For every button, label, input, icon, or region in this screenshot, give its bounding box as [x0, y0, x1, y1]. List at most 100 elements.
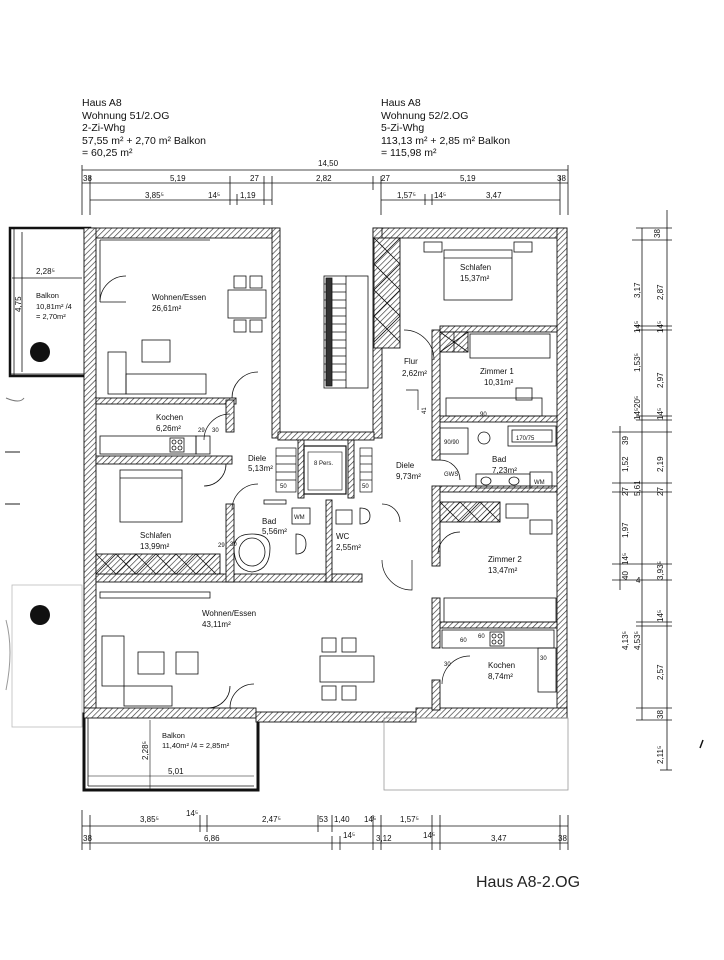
balcony-bottom [82, 712, 260, 792]
fixture-wm-left: WM [294, 515, 305, 521]
room-wohnen-top-name: Wohnen/Essen [152, 293, 206, 302]
paper-overlap [11, 584, 83, 728]
terrace-outline [383, 717, 569, 791]
room-zimmer1-area: 10,31m² [484, 378, 514, 387]
room-balkon-left-name: Balkon [36, 291, 59, 300]
header-left-line2: Wohnung 51/2.OG [82, 109, 170, 122]
margin-mark [5, 397, 25, 402]
dim-top-145a: 14⁵ [208, 191, 220, 200]
margin-mark-2 [5, 619, 11, 691]
dim-shaft-50a: 50 [280, 484, 287, 490]
dim-right-145a: 14⁵ [633, 321, 642, 333]
dim-shaft-30: 30 [230, 542, 237, 548]
fixture-gws: GWS [444, 472, 458, 478]
furniture-wohnen-top [99, 239, 267, 399]
dim-bottom-347: 3,47 [491, 834, 507, 843]
room-zimmer1-name: Zimmer 1 [480, 367, 514, 376]
dim-kochen-29: 29 [198, 428, 205, 434]
fixture-tub: 170/75 [516, 436, 535, 442]
dim-bottom-145c: 14⁵ [343, 831, 355, 840]
punch-hole-top [30, 342, 50, 362]
dimensions-right [612, 210, 672, 771]
room-wohnen-top-area: 26,61m² [152, 304, 182, 313]
furniture-kochen-left [99, 435, 211, 455]
dim-shaft-60: 60 [478, 634, 485, 640]
room-wc-name: WC [336, 532, 350, 541]
header-left-line4: 57,55 m² + 2,70 m² Balkon [82, 134, 207, 147]
dim-kochen-30: 30 [212, 428, 219, 434]
staircase [323, 275, 369, 389]
dim-top-38a: 38 [83, 174, 92, 183]
room-schlafen-left-name: Schlafen [140, 531, 171, 540]
dim-right-1535: 1,53⁵ [633, 353, 642, 372]
room-schlafen-right-area: 15,37m² [460, 274, 490, 283]
walls [83, 227, 568, 723]
header-left-line1: Haus A8 [82, 97, 122, 109]
room-bad-left-name: Bad [262, 517, 276, 526]
furniture-wc [335, 503, 401, 525]
dim-right-38: 38 [653, 229, 662, 238]
dim-right-561: 5,61 [633, 480, 642, 496]
dim-top-282: 2,82 [316, 174, 332, 183]
dim-top-157: 1,57⁵ [397, 191, 416, 200]
dim-top-385: 3,85⁵ [145, 191, 164, 200]
dim-bottom-53: 53 [319, 815, 328, 824]
dim-right-in-145a: 14⁵ [656, 321, 665, 333]
punch-hole-bottom [30, 605, 50, 625]
dim-right-in-145b: 14⁵ [656, 408, 665, 420]
room-balkon-left-area: 10,81m² /4 [36, 302, 72, 311]
dim-top-519b: 5,19 [460, 174, 476, 183]
header-left-line5: = 60,25 m² [82, 147, 133, 159]
dim-kochen-right-30: 30 [444, 662, 451, 668]
header-left-line3: 2-Zi-Whg [82, 122, 126, 134]
dim-bottom-686: 6,86 [204, 834, 220, 843]
dim-top-38b: 38 [557, 174, 566, 183]
header-right-line2: Wohnung 52/2.OG [381, 109, 469, 122]
room-kochen-right-name: Kochen [488, 661, 515, 670]
dim-bottom-145d: 14⁵ [423, 831, 435, 840]
dim-right-27: 27 [621, 487, 630, 496]
dim-balkon-501: 5,01 [168, 767, 184, 776]
room-diele-left-area: 5,13m² [248, 464, 273, 473]
dim-right-317: 3,17 [633, 282, 642, 298]
header-right-line4: 113,13 m² + 2,85 m² Balkon [381, 134, 511, 147]
dim-right-39: 39 [621, 436, 630, 445]
room-zimmer2-name: Zimmer 2 [488, 555, 522, 564]
room-balkon-bottom-area: 11,40m² /4 = 2,85m² [162, 741, 230, 750]
dim-right-4135: 4,13⁵ [621, 631, 630, 650]
dim-bottom-145a: 14⁵ [186, 809, 198, 818]
dim-bottom-247: 2,47⁵ [262, 815, 281, 824]
dim-left-475: 4,75 [14, 296, 23, 312]
elevator [303, 445, 347, 495]
dim-right-38b: 38 [656, 710, 665, 719]
furniture-schlafen-right [423, 241, 533, 301]
fixture-wm-right: WM [534, 480, 545, 486]
dim-left-2285: 2,28⁵ [36, 267, 55, 276]
dim-top-519a: 5,19 [170, 174, 186, 183]
scan-mark [699, 739, 704, 749]
dim-right-257: 2,57 [656, 664, 665, 680]
room-balkon-bottom-name: Balkon [162, 731, 185, 740]
furniture-zimmer1 [445, 333, 551, 417]
room-bad-left-area: 5,56m² [262, 527, 287, 536]
room-flur-area: 2,62m² [402, 369, 427, 378]
room-flur-name: Flur [404, 357, 418, 366]
room-diele-right-name: Diele [396, 461, 415, 470]
dim-kochen-right-30b: 30 [540, 656, 547, 662]
room-zimmer2-area: 13,47m² [488, 566, 518, 575]
dim-bottom-312: 3,12 [376, 834, 392, 843]
dimensions-bottom [81, 810, 569, 850]
dim-top-347: 3,47 [486, 191, 502, 200]
dim-right-145b: 14⁵ [633, 408, 642, 420]
dim-right-197: 1,97 [621, 522, 630, 538]
dim-top-total: 14,50 [318, 159, 339, 168]
elevator-capacity: 8 Pers. [314, 461, 333, 467]
header-apartment-51: Haus A8 Wohnung 51/2.OG 2-Zi-Whg 57,55 m… [82, 97, 206, 160]
room-diele-right-area: 9,73m² [396, 472, 421, 481]
dim-bottom-157: 1,57⁵ [400, 815, 419, 824]
dim-top-119: 1,19 [240, 191, 256, 200]
furniture-bad-left [233, 499, 311, 573]
room-kochen-left-name: Kochen [156, 413, 183, 422]
dim-top-27a: 27 [250, 174, 259, 183]
